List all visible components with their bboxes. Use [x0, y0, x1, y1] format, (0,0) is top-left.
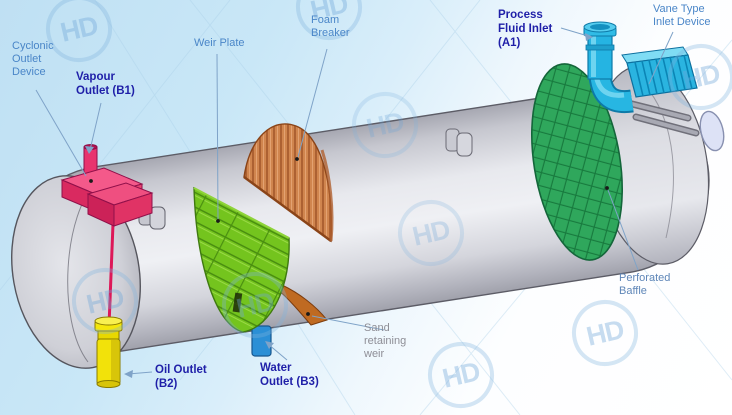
- label-sand-retaining-weir: Sand retaining weir: [364, 322, 407, 360]
- sand-retaining-weir: [277, 284, 328, 326]
- label-vapour-outlet-b1: Vapour Outlet (B1): [76, 71, 135, 97]
- leader-sand: [311, 315, 385, 331]
- leader-lines: [35, 27, 674, 375]
- leader-foam: [297, 48, 328, 158]
- leader-water: [267, 343, 288, 361]
- label-vane-type-inlet-device: Vane Type Inlet Device: [653, 3, 711, 28]
- manway-cover: [699, 110, 725, 152]
- label-perforated-baffle: Perforated Baffle: [619, 272, 671, 297]
- label-water-outlet-b3: Water Outlet (B3): [260, 362, 319, 388]
- label-weir-plate: Weir Plate: [194, 37, 245, 49]
- leader-cyclonic: [35, 89, 87, 177]
- process-fluid-inlet-pipe: [583, 21, 634, 114]
- foam-breaker: [243, 123, 334, 243]
- leader-weir: [216, 53, 219, 220]
- leader-vapour: [89, 102, 102, 151]
- leader-process: [560, 27, 589, 37]
- leader-perforated: [607, 189, 639, 271]
- label-foam-breaker: Foam Breaker: [311, 14, 350, 39]
- oil-outlet-nozzle: [94, 316, 123, 388]
- water-outlet-nozzle: [251, 325, 272, 357]
- perforated-baffle: [530, 63, 624, 261]
- leader-endpoints: [85, 33, 609, 378]
- label-process-fluid-inlet-a1: Process Fluid Inlet (A1): [498, 9, 553, 49]
- leader-vane: [648, 31, 674, 85]
- instrument-nozzle-mid: [445, 128, 473, 157]
- label-cyclonic-outlet-device: Cyclonic Outlet Device: [12, 40, 54, 78]
- weir-plate: [193, 186, 290, 333]
- oil-dip-tube: [107, 223, 115, 327]
- cyclonic-outlet-device: [60, 144, 154, 327]
- label-oil-outlet-b2: Oil Outlet (B2): [155, 364, 207, 390]
